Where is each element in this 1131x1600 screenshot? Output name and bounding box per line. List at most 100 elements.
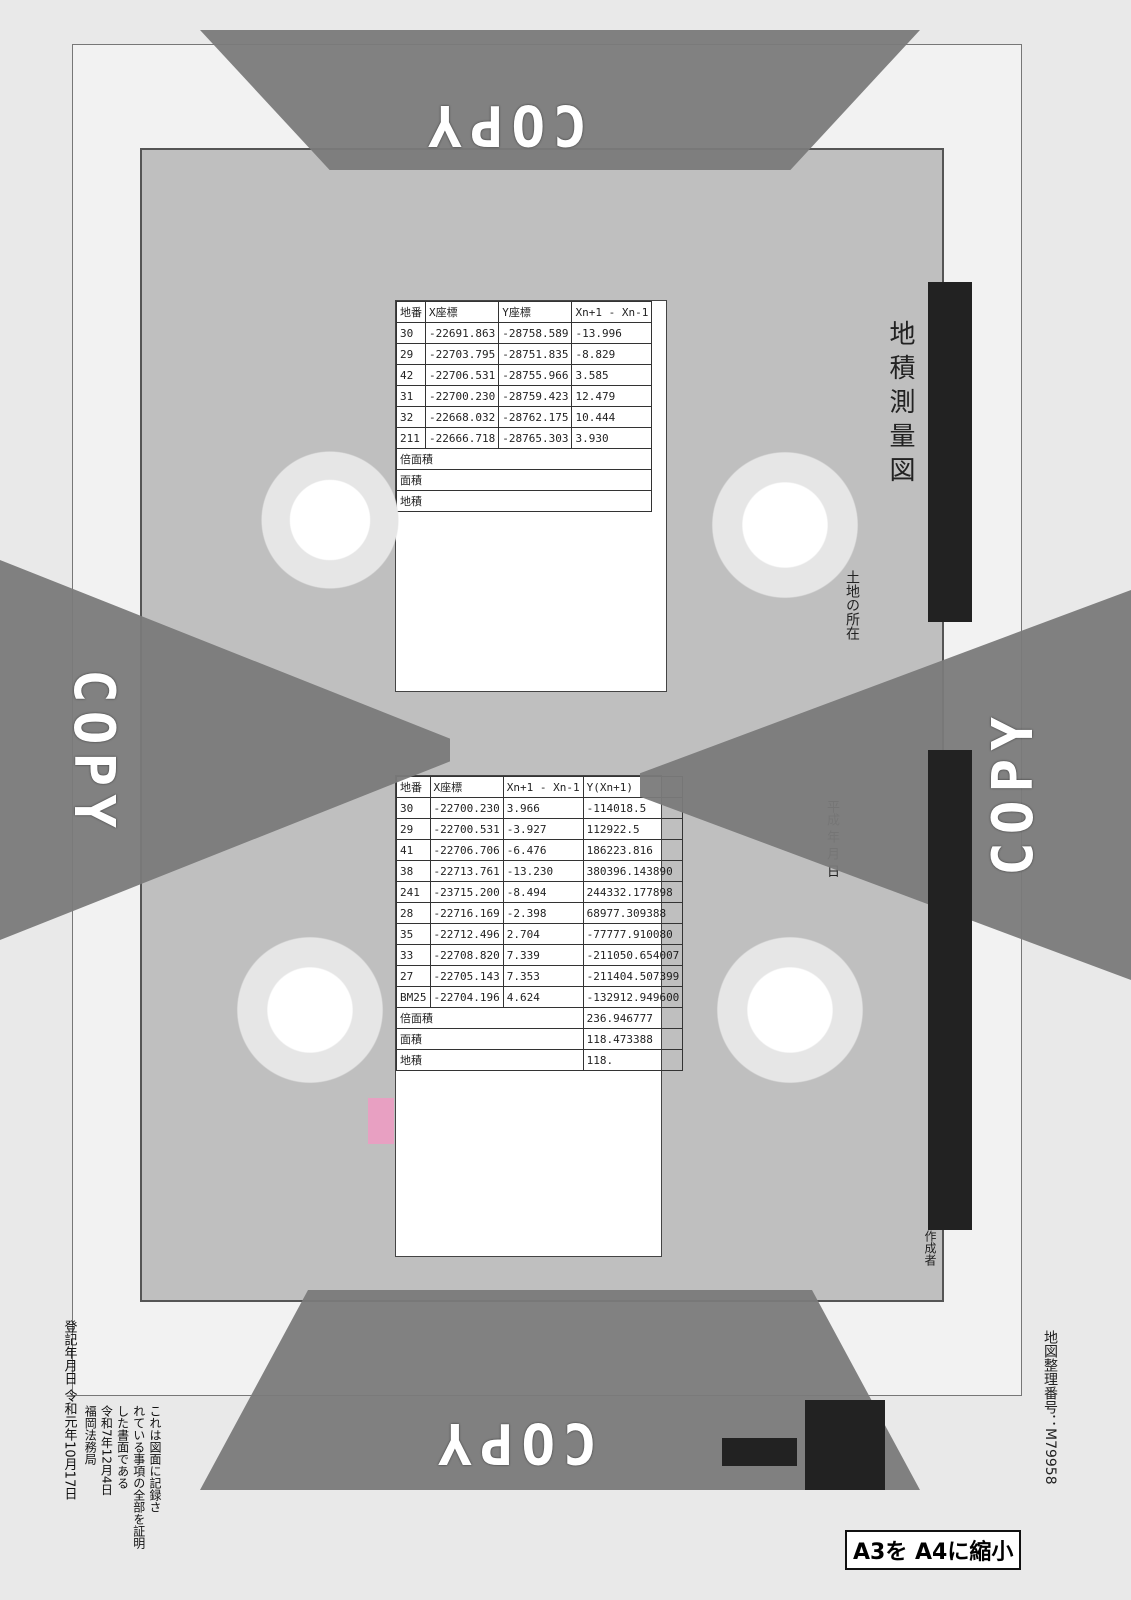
table-row: 地番 X座標 Xn+1 - Xn-1 Y(Xn+1) <box>396 776 684 798</box>
copy-watermark-top: COPY <box>420 92 587 157</box>
cell: -22712.496 <box>429 923 504 945</box>
cell: 3.930 <box>571 427 653 449</box>
cell: 4.624 <box>502 986 584 1008</box>
cell: -211050.654007 <box>582 944 684 966</box>
cell: 面積 <box>396 1028 584 1050</box>
cell: -28759.423 <box>498 385 573 407</box>
cell: 30 <box>396 797 431 819</box>
cell: 27 <box>396 965 431 987</box>
redaction-block <box>805 1400 885 1490</box>
header-cell: Xn+1 - Xn-1 <box>502 776 584 798</box>
cell: 32 <box>396 406 426 428</box>
table-row: 29-22703.795-28751.835-8.829 <box>396 343 653 365</box>
table-row: 30-22691.863-28758.589-13.996 <box>396 322 653 344</box>
cell: -8.494 <box>502 881 584 903</box>
cell: -22700.531 <box>429 818 504 840</box>
cell: 118. <box>582 1049 684 1071</box>
cell: 29 <box>396 343 426 365</box>
table-row: 倍面積 <box>395 448 653 470</box>
coordinate-table-2: 地番 X座標 Y座標 Xn+1 - Xn-1 30-22691.863-2875… <box>395 300 667 692</box>
cell: 12.479 <box>571 385 653 407</box>
note-line: 福岡法務局 <box>83 1405 98 1465</box>
header-cell: 地番 <box>396 301 426 323</box>
copy-watermark-bottom: COPY <box>430 1410 597 1475</box>
cell: -22706.531 <box>424 364 500 386</box>
cell: 244332.177898 <box>582 881 684 903</box>
cell: 112922.5 <box>582 818 684 840</box>
cell: 38 <box>396 860 431 882</box>
redaction-block <box>928 282 972 622</box>
cell: -28765.303 <box>498 427 573 449</box>
table-row: 地積 <box>395 490 653 512</box>
note-line: 令和7年12月4日 <box>99 1405 114 1496</box>
cell: 186223.816 <box>582 839 684 861</box>
cell: -22705.143 <box>429 965 504 987</box>
cell: 30 <box>396 322 426 344</box>
copy-watermark-right: COPY <box>980 709 1046 876</box>
cell: 28 <box>396 902 431 924</box>
drawing-title: 地積測量図 <box>885 320 915 490</box>
cell: 7.353 <box>502 965 584 987</box>
header-cell: Xn+1 - Xn-1 <box>571 301 653 323</box>
cell: 7.339 <box>502 944 584 966</box>
registration-date: 登記年月日 令和元年10月17日 <box>61 1320 77 1501</box>
cell: -8.829 <box>571 343 653 365</box>
cell: -22668.032 <box>424 406 500 428</box>
cell: 3.966 <box>502 797 584 819</box>
copy-band-bottom <box>200 1290 920 1490</box>
cell: -22716.169 <box>429 902 504 924</box>
cell: 地積 <box>395 490 653 512</box>
creator-label: 作成者 <box>923 1230 937 1266</box>
cell: -211404.507399 <box>582 965 684 987</box>
header-cell: Y座標 <box>498 301 573 323</box>
cell: -28762.175 <box>498 406 573 428</box>
table-2: 地番 X座標 Y座標 Xn+1 - Xn-1 30-22691.863-2875… <box>395 301 653 512</box>
cell: -2.398 <box>502 902 584 924</box>
redaction-block <box>722 1438 797 1466</box>
cell: 241 <box>396 881 431 903</box>
note-line: れている事項の全部を証明 <box>131 1405 146 1549</box>
cell: -22700.230 <box>429 797 504 819</box>
cell: 倍面積 <box>396 1007 584 1029</box>
flower-seal <box>700 440 870 610</box>
highlight-mark <box>368 1098 394 1144</box>
reduction-stamp: A3を A4に縮小 <box>845 1530 1022 1570</box>
header-cell: X座標 <box>429 776 504 798</box>
redaction-block <box>928 750 972 1230</box>
cell: -22700.230 <box>424 385 500 407</box>
cell: -13.996 <box>571 322 653 344</box>
note-line: した書面である <box>115 1405 130 1489</box>
cell: 41 <box>396 839 431 861</box>
cell: -22704.196 <box>429 986 504 1008</box>
cell: -6.476 <box>502 839 584 861</box>
cell: 68977.309388 <box>582 902 684 924</box>
cell: -22703.795 <box>424 343 500 365</box>
cell: 33 <box>396 944 431 966</box>
cell: -22706.706 <box>429 839 504 861</box>
cell: -23715.200 <box>429 881 504 903</box>
cell: 211 <box>396 427 426 449</box>
map-number: 地図整理番号：M79958 <box>1042 1330 1058 1485</box>
cell: 42 <box>396 364 426 386</box>
cell: 面積 <box>395 469 653 491</box>
cell: 倍面積 <box>395 448 653 470</box>
copy-band-top <box>200 30 920 170</box>
cell: -3.927 <box>502 818 584 840</box>
cell: 236.946777 <box>582 1007 684 1029</box>
flower-seal <box>250 440 410 600</box>
copy-watermark-left: COPY <box>60 669 126 836</box>
cell: -22713.761 <box>429 860 504 882</box>
